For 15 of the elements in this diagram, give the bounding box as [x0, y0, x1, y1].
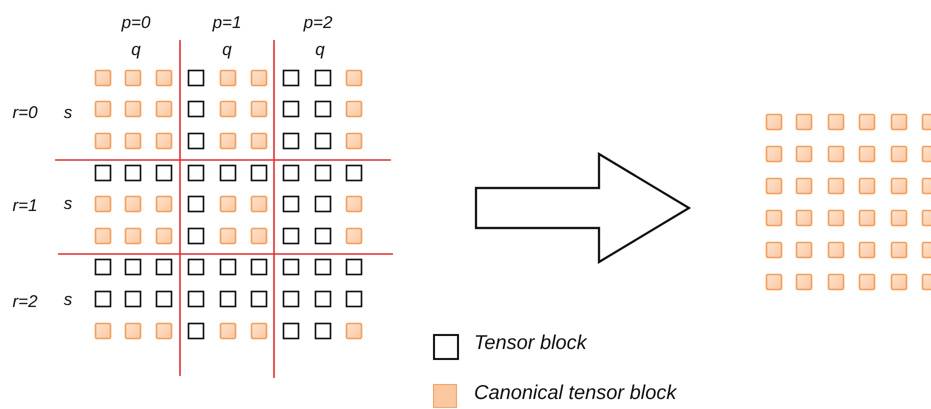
column-label: p=0 [122, 13, 150, 33]
axis-label: q [131, 40, 141, 60]
axis-label: s [64, 290, 72, 310]
axis-label: q [222, 40, 232, 60]
axis-label: s [64, 103, 72, 123]
axis-label: s [64, 194, 72, 214]
legend-label: Tensor block [474, 332, 587, 355]
legend-label: Canonical tensor block [474, 382, 676, 405]
row-label: r=2 [12, 292, 38, 312]
row-label: r=0 [12, 103, 38, 123]
row-label: r=1 [12, 196, 38, 216]
column-label: p=1 [212, 13, 242, 33]
column-label: p=2 [304, 13, 332, 33]
block-arrow [474, 152, 692, 264]
axis-label: q [315, 40, 325, 60]
